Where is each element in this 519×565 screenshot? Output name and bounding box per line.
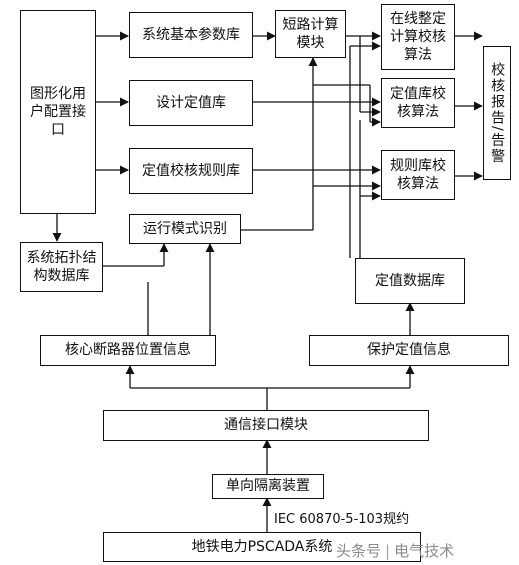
system-params-library-label: 系统基本参数库 [142,26,240,43]
one-way-isolation-box: 单向隔离装置 [212,474,324,499]
settings-database-label: 定值数据库 [375,272,445,289]
one-way-isolation-label: 单向隔离装置 [226,478,310,495]
gui-config-interface-label: 图形化用户配置接口 [30,85,86,139]
protection-settings-info-box: 保护定值信息 [309,335,509,366]
gui-config-interface-box: 图形化用户配置接口 [20,10,96,214]
online-check-algorithm-box: 在线整定计算校核算法 [381,4,455,70]
design-settings-library-box: 设计定值库 [129,80,253,126]
topology-database-box: 系统拓扑结构数据库 [20,242,103,292]
design-settings-library-label: 设计定值库 [156,94,226,111]
breaker-position-info-box: 核心断路器位置信息 [40,335,216,366]
pscada-system-box: 地铁电力PSCADA系统 [103,532,421,562]
topology-database-label: 系统拓扑结构数据库 [26,249,97,284]
settings-library-check-label: 定值库校核算法 [390,85,446,120]
watermark-source: 头条号 [336,542,382,560]
check-report-alarm-label: 校核报告/告警 [489,61,506,165]
comm-interface-module-box: 通信接口模块 [103,410,429,441]
watermark: 头条号|电气技术 [336,542,455,560]
short-circuit-module-box: 短路计算模块 [275,10,346,58]
online-check-algorithm-label: 在线整定计算校核算法 [390,10,446,64]
operation-mode-box: 运行模式识别 [129,214,241,244]
operation-mode-label: 运行模式识别 [143,220,227,237]
pscada-system-label: 地铁电力PSCADA系统 [191,538,333,555]
check-report-alarm-box: 校核报告/告警 [483,46,511,180]
settings-database-box: 定值数据库 [355,258,465,304]
short-circuit-module-label: 短路计算模块 [282,16,339,51]
breaker-position-info-label: 核心断路器位置信息 [65,342,191,359]
check-rules-library-box: 定值校核规则库 [129,148,253,194]
settings-library-check-box: 定值库校核算法 [381,78,455,128]
protocol-label: IEC 60870-5-103规约 [274,512,410,527]
system-params-library-box: 系统基本参数库 [129,12,253,58]
watermark-author: 电气技术 [394,542,455,560]
rules-library-check-box: 规则库校核算法 [381,150,455,200]
check-rules-library-label: 定值校核规则库 [142,162,240,179]
rules-library-check-label: 规则库校核算法 [390,157,446,192]
comm-interface-module-label: 通信接口模块 [224,417,308,434]
protection-settings-info-label: 保护定值信息 [367,342,451,359]
